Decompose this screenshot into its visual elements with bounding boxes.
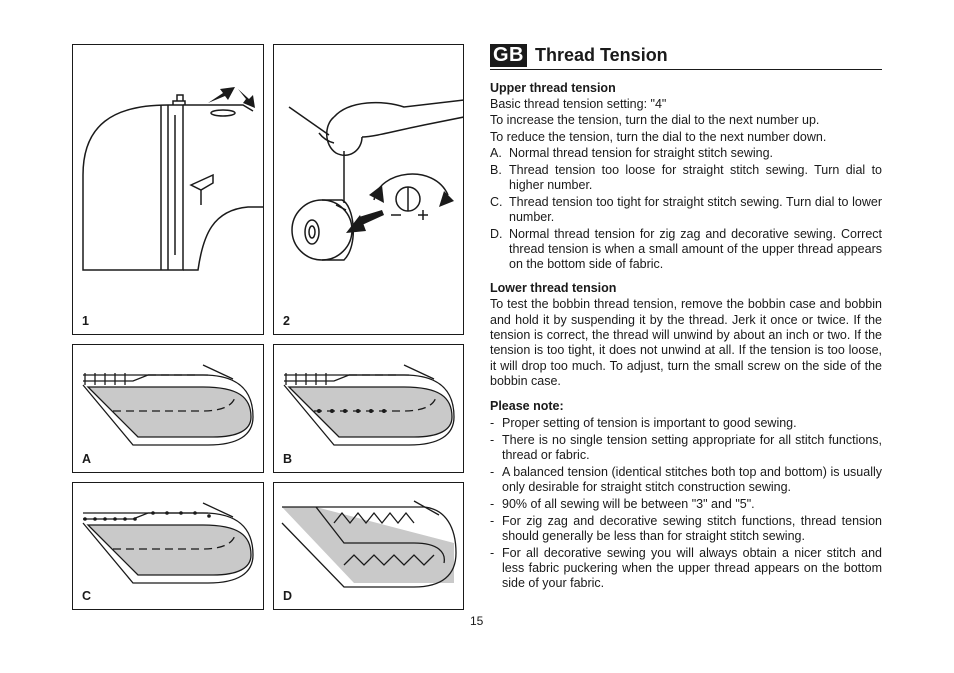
fabric-stitch-d-illustration bbox=[281, 500, 457, 588]
item-text: Thread tension too loose for straight st… bbox=[509, 163, 882, 193]
figure-a-normal-straight-stitch: A bbox=[72, 344, 264, 473]
note-marker: - bbox=[490, 496, 495, 511]
lower-thread-text: To test the bobbin thread tension, remov… bbox=[490, 297, 882, 389]
item-text: Normal thread tension for zig zag and de… bbox=[509, 227, 882, 272]
figure-label: 1 bbox=[82, 314, 89, 328]
note-marker: - bbox=[490, 464, 495, 479]
upper-item-d: D. Normal thread tension for zig zag and… bbox=[490, 227, 882, 272]
upper-line: To increase the tension, turn the dial t… bbox=[490, 113, 820, 128]
upper-item-b: B. Thread tension too loose for straight… bbox=[490, 163, 882, 193]
bobbin-case-illustration bbox=[288, 99, 463, 261]
figure-1-machine-tension-dial: 1 bbox=[72, 44, 264, 335]
upper-item-a: A. Normal thread tension for straight st… bbox=[490, 146, 882, 161]
fabric-stitch-c-illustration bbox=[82, 502, 254, 584]
language-badge: GB bbox=[490, 44, 527, 67]
item-marker: B. bbox=[490, 163, 502, 178]
item-marker: C. bbox=[490, 195, 503, 210]
note-item: - 90% of all sewing will be between "3" … bbox=[490, 497, 882, 512]
note-text: For zig zag and decorative sewing stitch… bbox=[502, 513, 882, 543]
sewing-machine-illustration bbox=[82, 87, 263, 271]
note-marker: - bbox=[490, 545, 495, 560]
item-marker: A. bbox=[490, 146, 502, 161]
item-text: Normal thread tension for straight stitc… bbox=[509, 146, 774, 161]
figure-2-bobbin-case: 2 bbox=[273, 44, 464, 335]
please-note-heading: Please note: bbox=[490, 398, 564, 413]
note-text: A balanced tension (identical stitches b… bbox=[502, 464, 882, 494]
section-header: GB Thread Tension bbox=[490, 42, 882, 70]
item-marker: D. bbox=[490, 227, 503, 242]
item-text: Thread tension too tight for straight st… bbox=[509, 195, 882, 225]
note-item: - Proper setting of tension is important… bbox=[490, 416, 882, 431]
figure-label: B bbox=[283, 452, 293, 466]
upper-item-c: C. Thread tension too tight for straight… bbox=[490, 195, 882, 225]
figure-label: C bbox=[82, 589, 92, 603]
note-text: For all decorative sewing you will alway… bbox=[502, 545, 882, 590]
upper-line: Basic thread tension setting: "4" bbox=[490, 97, 667, 111]
fabric-stitch-b-illustration bbox=[283, 364, 455, 446]
lower-thread-heading: Lower thread tension bbox=[490, 281, 617, 296]
note-item: - For all decorative sewing you will alw… bbox=[490, 546, 882, 591]
note-marker: - bbox=[490, 432, 495, 447]
note-item: - For zig zag and decorative sewing stit… bbox=[490, 514, 882, 544]
figure-label: A bbox=[82, 452, 92, 466]
page-title: Thread Tension bbox=[535, 45, 668, 65]
note-marker: - bbox=[490, 513, 495, 528]
figure-b-loose-tension: B bbox=[273, 344, 464, 473]
note-marker: - bbox=[490, 415, 495, 430]
note-text: Proper setting of tension is important t… bbox=[502, 415, 797, 430]
figure-c-tight-tension: C bbox=[72, 482, 264, 610]
upper-line: To reduce the tension, turn the dial to … bbox=[490, 129, 827, 144]
figure-d-zigzag-stitch: D bbox=[273, 482, 464, 610]
note-text: 90% of all sewing will be between "3" an… bbox=[502, 496, 755, 511]
note-item: - A balanced tension (identical stitches… bbox=[490, 465, 882, 495]
figure-label: 2 bbox=[283, 314, 290, 328]
instructions-column: GB Thread Tension Upper thread tension B… bbox=[490, 42, 882, 593]
upper-thread-heading: Upper thread tension bbox=[490, 81, 616, 95]
note-item: - There is no single tension setting app… bbox=[490, 433, 882, 463]
note-text: There is no single tension setting appro… bbox=[502, 432, 882, 462]
figure-label: D bbox=[283, 589, 293, 603]
fabric-stitch-a-illustration bbox=[82, 364, 254, 446]
page-number: 15 bbox=[470, 614, 484, 628]
